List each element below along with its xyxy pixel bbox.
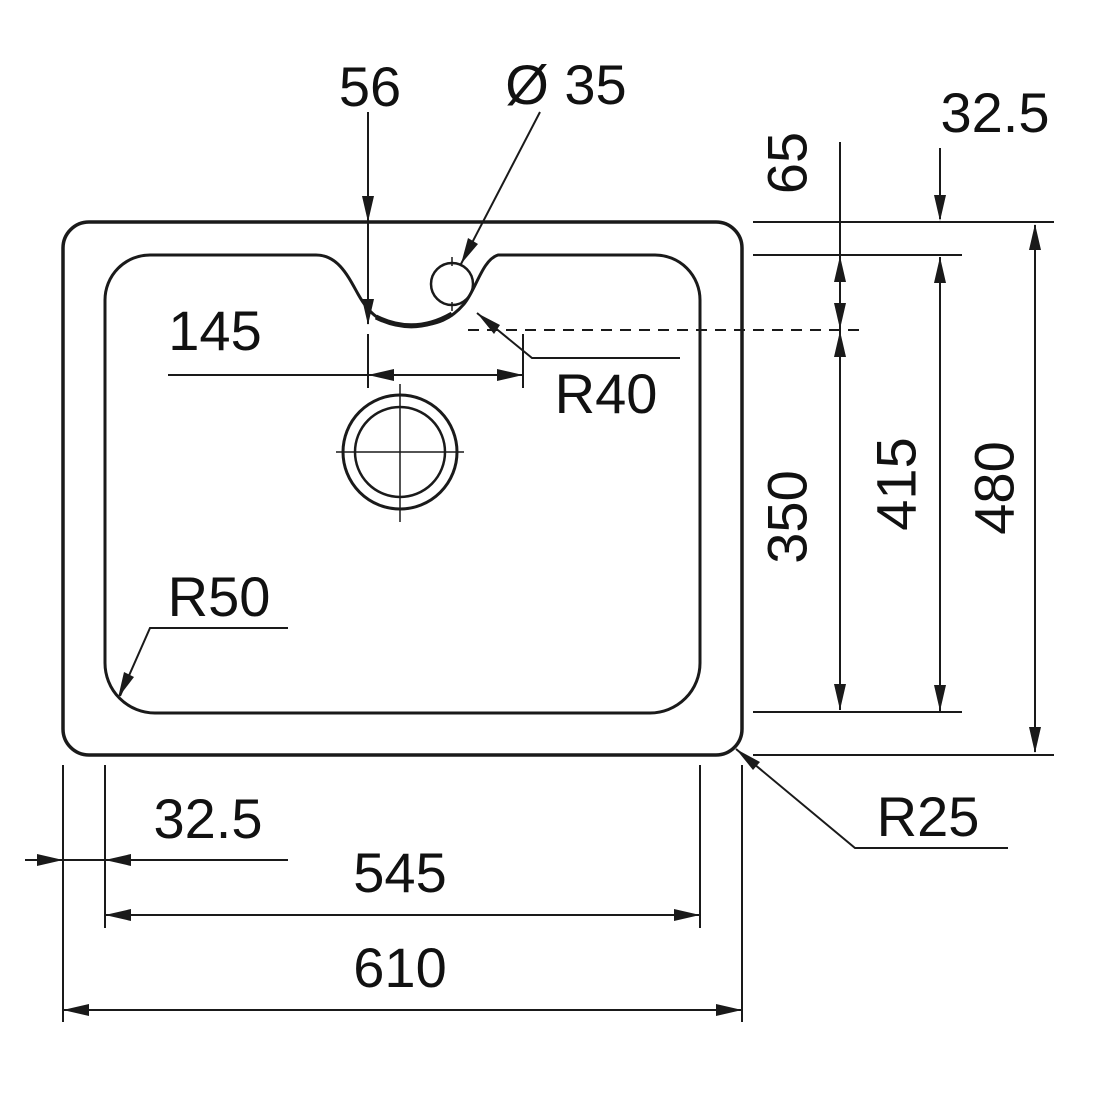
dim-label-r40: R40 — [555, 362, 658, 425]
arrowhead — [934, 195, 946, 221]
arrowhead — [1029, 727, 1041, 753]
arrowhead — [736, 749, 760, 770]
tap-hole-group — [429, 257, 475, 311]
arrowhead — [934, 257, 946, 283]
leader-line — [735, 748, 1008, 849]
dim-label-56: 56 — [339, 55, 401, 118]
dim-tap-diameter: Ø 35 — [460, 53, 627, 265]
dim-label-top-rim: 32.5 — [941, 81, 1050, 144]
sink-outline-group — [61, 220, 744, 757]
bottom-extension-lines — [62, 765, 743, 1022]
arrowhead — [477, 313, 500, 334]
tap-deck-edge — [374, 311, 454, 329]
tap-hole — [429, 261, 475, 307]
dim-label-tap-diameter: Ø 35 — [505, 53, 626, 116]
arrowhead — [834, 256, 846, 282]
arrowhead — [716, 1004, 742, 1016]
arrowhead — [834, 303, 846, 329]
arrowhead — [834, 684, 846, 710]
dim-56: 56 — [339, 55, 401, 325]
arrowhead — [118, 672, 134, 698]
dim-label-side-rim: 32.5 — [154, 787, 263, 850]
dim-label-r50: R50 — [168, 565, 271, 628]
dim-side-rim: 32.5 — [25, 787, 288, 866]
drain-group — [336, 384, 464, 522]
dim-610: 610 — [63, 936, 742, 1016]
leader-line — [476, 312, 680, 359]
dim-r40: R40 — [476, 312, 680, 425]
arrowhead — [1029, 224, 1041, 250]
dim-545: 545 — [105, 841, 700, 921]
dim-480: 480 — [963, 224, 1041, 753]
arrowhead — [497, 369, 523, 381]
dim-label-545: 545 — [353, 841, 446, 904]
dim-65-350: 65 350 — [756, 132, 846, 710]
arrowhead — [63, 1004, 89, 1016]
leader-line — [460, 111, 541, 265]
arrowhead — [105, 854, 131, 866]
dim-r25: R25 — [735, 748, 1008, 849]
sink-outer-outline — [61, 220, 744, 757]
arrowhead — [461, 238, 478, 264]
right-extension-lines — [753, 221, 1054, 756]
dim-145: 145 — [168, 299, 524, 388]
arrowhead — [368, 369, 394, 381]
arrowhead — [674, 909, 700, 921]
arrowhead — [105, 909, 131, 921]
leader-line — [119, 627, 288, 697]
dim-label-r25: R25 — [877, 785, 980, 848]
dim-label-350: 350 — [756, 470, 819, 563]
dim-label-610: 610 — [353, 936, 446, 999]
arrowhead — [362, 299, 374, 325]
dim-top-rim-and-415: 32.5 415 — [865, 81, 1050, 711]
arrowhead — [834, 331, 846, 357]
dim-label-65: 65 — [756, 132, 819, 194]
arrowhead — [934, 685, 946, 711]
dim-label-415: 415 — [865, 437, 928, 530]
dim-r50: R50 — [118, 565, 288, 698]
arrowhead — [37, 854, 63, 866]
dim-label-480: 480 — [963, 441, 1026, 534]
arrowhead — [362, 196, 374, 222]
dim-label-145: 145 — [168, 299, 261, 362]
